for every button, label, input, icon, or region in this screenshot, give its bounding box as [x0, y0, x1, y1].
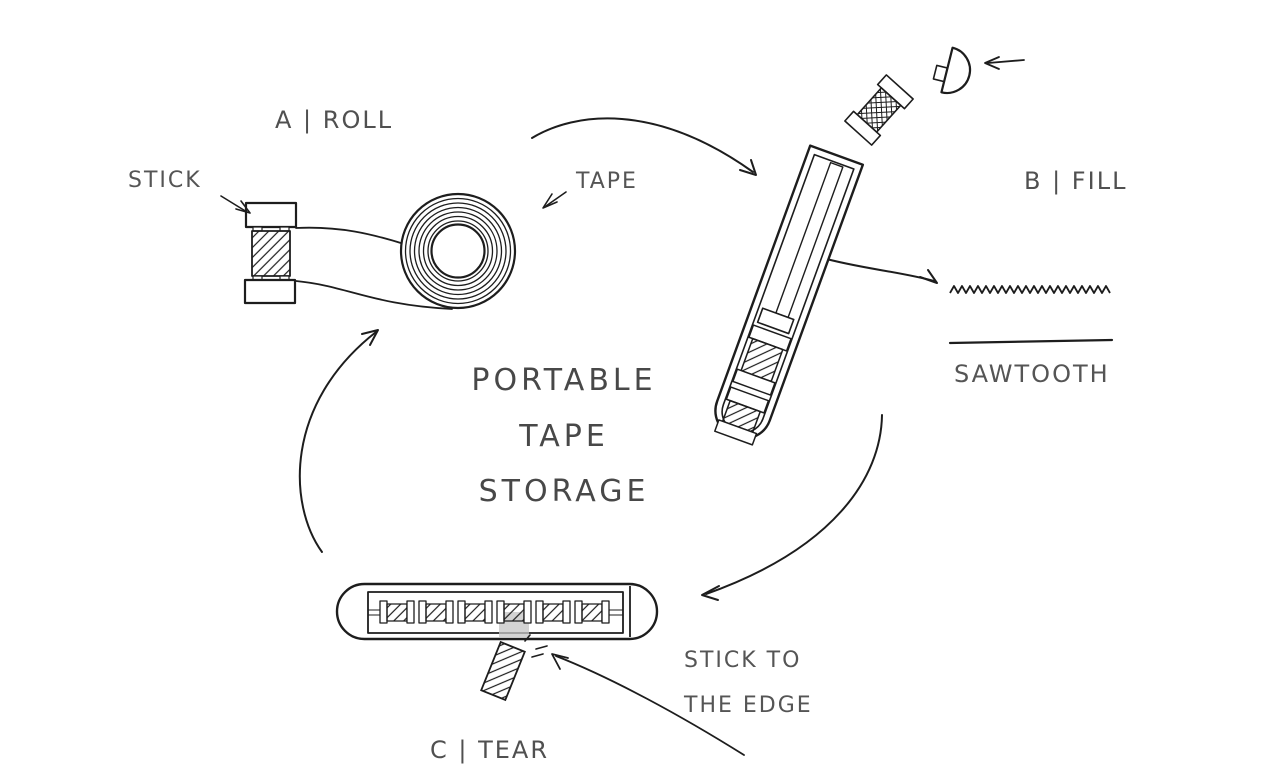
stick-pointer-arrow — [220, 195, 251, 214]
capsule-spools — [379, 600, 610, 624]
tape-roll-drawing — [399, 192, 517, 310]
tear-spark-marks — [524, 634, 548, 658]
arrow-c-to-a — [298, 329, 379, 553]
capsule-axles — [368, 609, 623, 616]
stick-to-edge-label-line-1: STICK TO — [684, 648, 802, 673]
sawtooth-zigzag — [949, 285, 1111, 294]
page-title-line-3: STORAGE — [478, 474, 650, 509]
capsule-drawing — [335, 582, 659, 641]
step-b-label: B | FILL — [1024, 167, 1128, 195]
arrow-a-to-b — [531, 117, 757, 176]
step-a-label: A | ROLL — [275, 106, 394, 134]
end-cap-drawing — [932, 46, 972, 95]
stick-callout-label: STICK — [128, 168, 202, 193]
tube-pusher — [756, 307, 795, 335]
tape-pointer-arrow — [542, 191, 567, 209]
torn-piece-drawing — [480, 640, 526, 702]
arrow-b-to-c — [701, 414, 883, 601]
arrow-b-to-sawtooth — [822, 257, 938, 284]
step-c-label: C | TEAR — [430, 736, 550, 764]
page-title-line-2: TAPE — [519, 419, 609, 454]
stick-to-edge-label-line-2: THE EDGE — [684, 693, 813, 718]
tape-ribbon — [295, 226, 453, 310]
tape-callout-label: TAPE — [576, 169, 638, 194]
edge-pointer-arrow — [551, 653, 745, 756]
tube-drawing — [714, 144, 865, 446]
sawtooth-baseline — [948, 338, 1114, 345]
page-title-line-1: PORTABLE — [471, 363, 657, 398]
stick-drawing — [243, 201, 298, 305]
mini-spool-drawing — [844, 74, 914, 146]
tube-spools — [714, 324, 792, 446]
cap-pointer-arrow — [984, 56, 1025, 70]
sawtooth-callout-label: SAWTOOTH — [954, 360, 1110, 388]
